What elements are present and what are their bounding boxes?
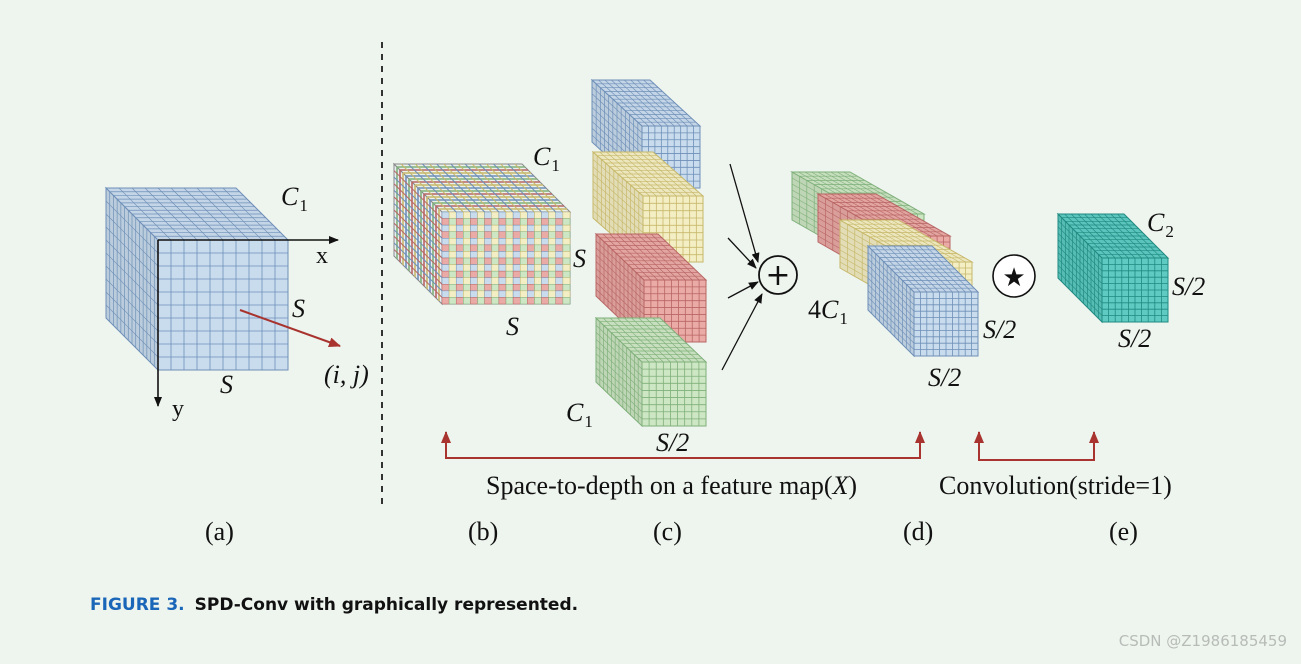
cubes-layer [104, 78, 1170, 428]
panel-d-label: (d) [903, 517, 934, 546]
panel-c-green-block [594, 316, 708, 428]
convolution-bracket [978, 446, 1095, 461]
panel-a-feature-cube [104, 186, 290, 372]
concat-operator-symbol: + [765, 258, 790, 293]
x-axis-label: x [316, 243, 328, 269]
panel-c-blue-block [590, 78, 702, 190]
panel-c-label: (c) [653, 517, 682, 546]
pixel-pointer-arrow [239, 309, 341, 347]
convolution-operator-circle [992, 254, 1036, 298]
panel-a-width-label: S [220, 370, 233, 399]
panel-c-channel-label: C1 [566, 398, 593, 431]
caption-text: SPD-Conv with graphically represented. [194, 595, 579, 615]
panel-d-height-label: S/2 [983, 315, 1017, 344]
panel-a-label: (a) [205, 517, 234, 546]
panel-c-red-block [594, 232, 708, 344]
panel-a-height-label: S [292, 294, 305, 323]
panel-e-height-label: S/2 [1172, 272, 1206, 301]
panel-b-multicolor-cube [392, 162, 572, 306]
pixel-coordinate-label: (i, j) [324, 360, 369, 389]
convolution-bracket-label: Convolution(stride=1) [939, 471, 1172, 500]
convolution-operator-symbol: ★ [1002, 263, 1025, 293]
panel-b-width-label: S [506, 312, 519, 341]
figure-number: FIGURE 3. [90, 595, 185, 615]
y-axis-label: y [172, 396, 184, 422]
panel-a-channel-label: C1 [281, 182, 308, 215]
merge-arrow-4 [721, 293, 763, 371]
panel-d-width-label: S/2 [928, 363, 962, 392]
overlay-layer: +★ [154, 42, 1099, 506]
csdn-watermark: CSDN @Z1986185459 [1118, 632, 1287, 650]
panel-c-size-label: S/2 [656, 428, 690, 457]
merge-arrow-2 [727, 237, 757, 269]
panel-d-blue-block [866, 244, 980, 358]
panel-e-label: (e) [1109, 517, 1138, 546]
figure-caption: FIGURE 3. SPD-Conv with graphically repre… [90, 595, 578, 615]
space-to-depth-bracket-label: Space-to-depth on a feature map(X) [486, 471, 858, 500]
panel-b-label: (b) [468, 517, 499, 546]
merge-arrow-3 [727, 281, 759, 299]
panel-d-channel-label: 4C1 [808, 295, 848, 328]
panel-b-height-label: S [573, 244, 586, 273]
panel-e-output-cube [1056, 212, 1170, 324]
panel-e-width-label: S/2 [1118, 324, 1152, 353]
panel-b-channel-label: C1 [533, 142, 560, 175]
concat-operator-circle [758, 255, 798, 295]
panel-e-channel-label: C2 [1147, 208, 1174, 241]
merge-arrow-1 [729, 163, 760, 263]
